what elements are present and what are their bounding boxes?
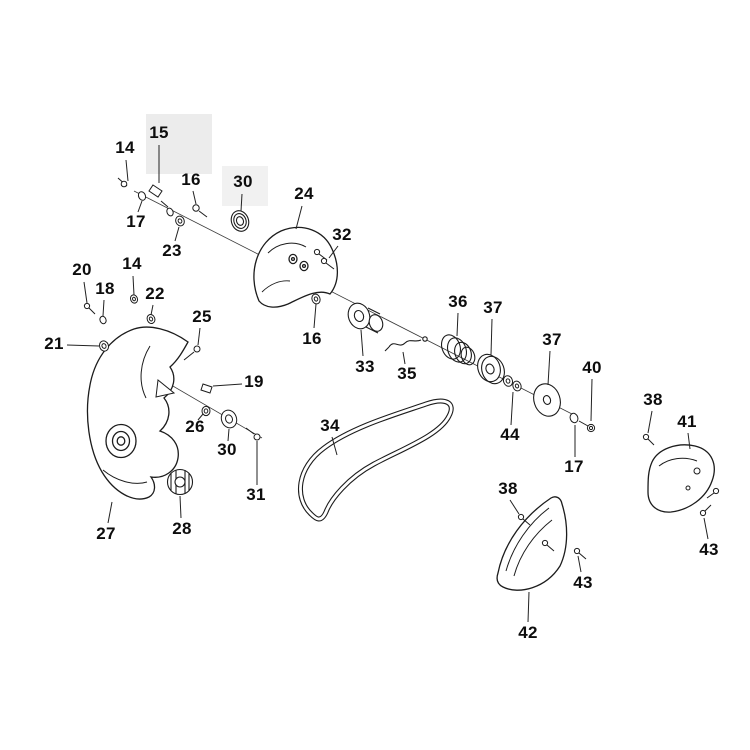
part-label-17-6: 17 (126, 212, 146, 231)
leader-line-34-27 (331, 436, 338, 456)
part-label-34-27: 34 (320, 416, 340, 435)
leader-line-16-13 (313, 303, 317, 329)
leader-line-40-20 (590, 378, 593, 422)
leader-line-33-15 (360, 329, 364, 357)
leader-line-38-22 (647, 410, 653, 434)
leader-line-24-4 (295, 205, 303, 230)
part-label-25-12: 25 (192, 307, 212, 326)
artifact-rect (222, 166, 268, 206)
part-cable-35 (384, 336, 428, 352)
leader-line-16-2 (192, 190, 197, 205)
part-label-15-1: 15 (149, 123, 169, 142)
part-bracket-housing-27 (86, 326, 189, 500)
part-label-38-30: 38 (498, 479, 518, 498)
part-side-plate-41 (642, 433, 720, 517)
part-label-21-14: 21 (44, 334, 64, 353)
part-label-22-11: 22 (145, 284, 165, 303)
leader-line-17-6 (137, 200, 143, 213)
part-cover-bolts-32 (313, 248, 335, 270)
leader-line-14-9 (132, 275, 135, 296)
leader-line-42-35 (527, 591, 530, 623)
part-pulley-37 (477, 353, 505, 385)
leader-line-20-8 (83, 281, 88, 304)
part-label-31-29: 31 (246, 485, 266, 504)
part-washer-16 (311, 293, 321, 305)
leader-line-14-0 (125, 159, 129, 182)
part-label-32-5: 32 (332, 225, 352, 244)
part-chute-deflector-42 (496, 496, 587, 591)
part-label-18-10: 18 (95, 279, 115, 298)
part-deflector-screws (517, 513, 587, 560)
part-label-19-21: 19 (244, 372, 264, 391)
leader-lines (66, 145, 709, 623)
part-label-42-35: 42 (518, 623, 538, 642)
leader-line-44-26 (510, 391, 514, 426)
leader-line-30-3 (240, 193, 243, 212)
part-label-33-15: 33 (355, 357, 375, 376)
part-roller-28 (166, 468, 194, 496)
part-belt-cover (253, 226, 339, 308)
part-label-30-3: 30 (233, 172, 253, 191)
leader-line-19-21 (212, 383, 243, 387)
leader-line-43-33 (703, 517, 709, 540)
leader-line-28-32 (179, 495, 182, 519)
part-flanged-hub-33 (347, 302, 384, 334)
part-label-43-34: 43 (573, 573, 593, 592)
leader-line-22-11 (150, 304, 154, 316)
part-label-43-33: 43 (699, 540, 719, 559)
artifact-rect (146, 114, 212, 174)
part-label-14-9: 14 (122, 254, 142, 273)
part-label-28-32: 28 (172, 519, 192, 538)
leader-line-30-25 (227, 428, 230, 442)
part-bearing-top (230, 210, 250, 232)
part-label-17-28: 17 (564, 457, 584, 476)
part-label-23-7: 23 (162, 241, 182, 260)
part-label-26-23: 26 (185, 417, 205, 436)
part-fastener-chain (117, 177, 208, 227)
part-label-16-13: 16 (302, 329, 322, 348)
leader-line-41-24 (687, 432, 691, 450)
leader-line-37-18 (490, 318, 493, 356)
part-label-30-25: 30 (217, 440, 237, 459)
leader-line-18-10 (102, 299, 105, 317)
part-disc-37 (533, 383, 561, 417)
part-label-24-4: 24 (294, 184, 314, 203)
part-label-14-0: 14 (115, 138, 135, 157)
part-label-38-22: 38 (643, 390, 663, 409)
leader-line-43-34 (577, 555, 582, 573)
scan-artifacts (146, 114, 268, 206)
part-label-27-31: 27 (96, 524, 116, 543)
leader-line-35-16 (402, 351, 406, 365)
part-washers-44 (502, 375, 522, 392)
part-bolt-40-with-washer-17 (569, 412, 596, 433)
leader-line-26-23 (197, 413, 204, 421)
leader-line-23-7 (174, 226, 180, 242)
leader-line-38-30 (509, 499, 520, 515)
part-label-20-8: 20 (72, 260, 92, 279)
part-side-plate-screws (642, 433, 720, 517)
leader-line-36-17 (456, 312, 459, 337)
part-left-fasteners (83, 294, 261, 441)
part-v-belt-34 (297, 398, 454, 522)
leader-line-25-12 (197, 327, 201, 346)
part-label-40-20: 40 (582, 358, 602, 377)
leader-line-21-14 (66, 344, 100, 347)
part-label-35-16: 35 (397, 364, 417, 383)
leader-line-32-5 (328, 245, 339, 259)
part-label-37-18: 37 (483, 298, 503, 317)
part-label-16-2: 16 (181, 170, 201, 189)
part-label-44-26: 44 (500, 425, 520, 444)
part-label-36-17: 36 (448, 292, 468, 311)
part-spring-36 (440, 334, 476, 366)
part-label-41-24: 41 (677, 412, 697, 431)
leader-line-37-19 (547, 350, 551, 386)
leader-line-27-31 (107, 501, 113, 524)
part-label-37-19: 37 (542, 330, 562, 349)
